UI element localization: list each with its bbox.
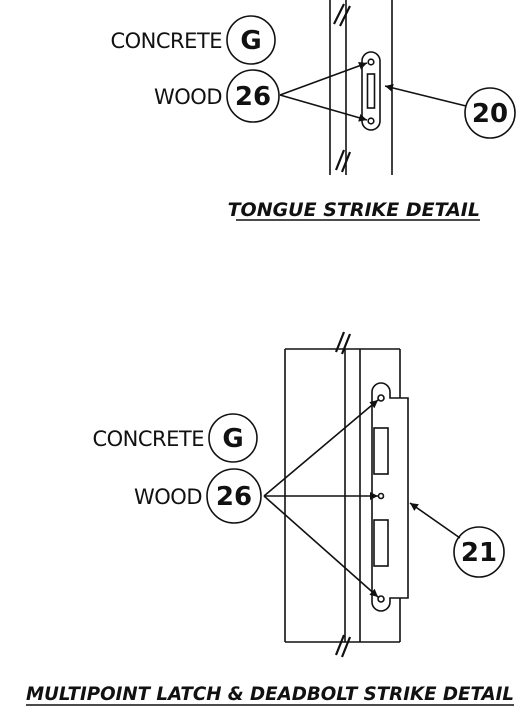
concrete-label: CONCRETE xyxy=(110,29,222,53)
tongue-strike-detail xyxy=(226,0,516,175)
strike-callout-text: 20 xyxy=(472,99,508,129)
screw-hole-top xyxy=(367,58,375,66)
leader-wood-bottom-screw xyxy=(279,94,368,122)
tongue-strike-detail-title: TONGUE STRIKE DETAIL xyxy=(228,199,480,221)
leader-strike-21 xyxy=(409,502,461,539)
tongue-strike-slot xyxy=(366,73,376,109)
break-mark-bottom xyxy=(334,149,352,173)
screw-hole-top xyxy=(377,394,385,402)
concrete-callout-circle xyxy=(226,15,276,65)
multipoint-strike-plate xyxy=(371,382,409,612)
break-mark-bottom xyxy=(334,634,352,658)
multipoint-strike-detail xyxy=(206,331,505,658)
screw-hole-bottom xyxy=(367,117,375,125)
screw-hole-middle xyxy=(377,492,385,500)
strike-callout-circle xyxy=(453,526,505,578)
wood-callout-text: 26 xyxy=(216,482,252,512)
concrete-callout-text: G xyxy=(222,424,243,454)
multipoint-strike-detail-title: MULTIPOINT LATCH & DEADBOLT STRIKE DETAI… xyxy=(26,683,514,705)
leader-wood-top-screw xyxy=(279,62,368,96)
latch-slot-upper xyxy=(373,427,389,475)
leader-wood-top-screw xyxy=(263,399,379,497)
concrete-label: CONCRETE xyxy=(92,427,204,451)
strike-callout-text: 21 xyxy=(461,538,497,568)
break-mark-top xyxy=(333,3,351,27)
latch-slot-lower xyxy=(373,519,389,567)
strike-callout-circle xyxy=(464,87,516,139)
screw-hole-bottom xyxy=(377,595,385,603)
leader-wood-bottom-screw xyxy=(263,495,379,598)
wood-callout-text: 26 xyxy=(235,82,271,112)
wood-label: WOOD xyxy=(134,485,202,509)
wood-callout-circle xyxy=(226,69,280,123)
leader-strike-20 xyxy=(384,84,467,107)
concrete-callout-circle xyxy=(208,413,258,463)
wood-label: WOOD xyxy=(154,85,222,109)
wood-callout-circle xyxy=(206,468,262,524)
break-mark-top xyxy=(334,331,352,355)
concrete-callout-text: G xyxy=(240,26,261,56)
